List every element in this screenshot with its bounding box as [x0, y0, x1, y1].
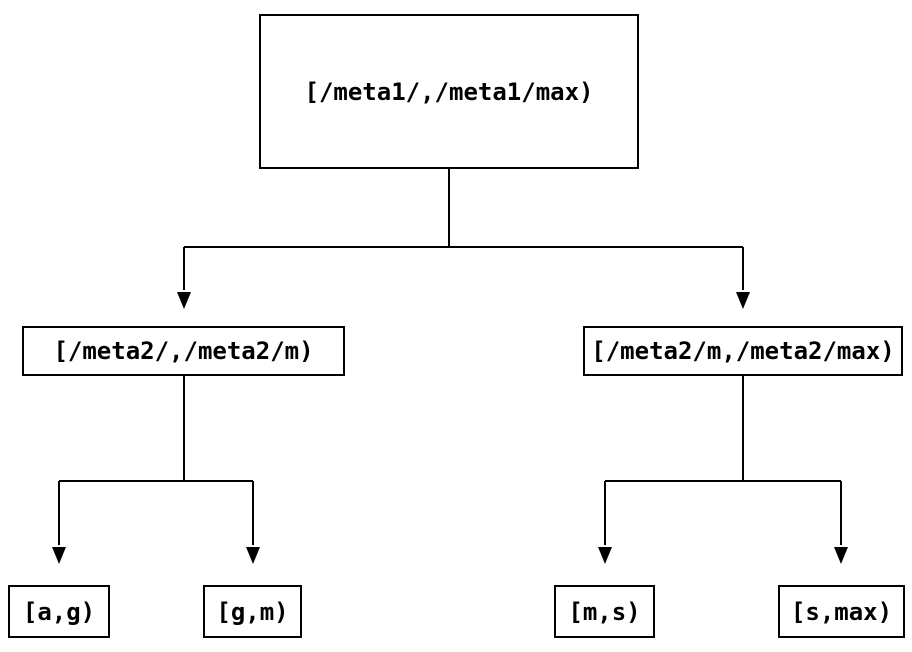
arrowhead-to-meta2-high-icon [736, 292, 750, 309]
node-leaf-ms: [m,s) [554, 585, 655, 638]
node-meta2-low-label: [/meta2/,/meta2/m) [53, 337, 314, 365]
node-root-interval: [/meta1/,/meta1/max) [259, 14, 639, 169]
arrowhead-to-leaf-smax-icon [834, 547, 848, 564]
node-leaf-ms-label: [m,s) [568, 597, 641, 626]
node-leaf-ag-label: [a,g) [22, 597, 96, 626]
node-leaf-smax-label: [s,max) [790, 597, 893, 626]
node-meta2-low-interval: [/meta2/,/meta2/m) [22, 326, 345, 376]
node-leaf-smax: [s,max) [778, 585, 905, 638]
arrowhead-to-leaf-gm-icon [246, 547, 260, 564]
node-root-label: [/meta1/,/meta1/max) [304, 77, 594, 106]
arrowhead-to-leaf-ag-icon [52, 547, 66, 564]
node-leaf-gm-label: [g,m) [216, 597, 289, 626]
node-meta2-high-interval: [/meta2/m,/meta2/max) [583, 326, 903, 376]
node-leaf-ag: [a,g) [8, 585, 110, 638]
arrowhead-to-meta2-low-icon [177, 292, 191, 309]
node-meta2-high-label: [/meta2/m,/meta2/max) [591, 337, 895, 365]
node-leaf-gm: [g,m) [203, 585, 302, 638]
arrowhead-to-leaf-ms-icon [598, 547, 612, 564]
